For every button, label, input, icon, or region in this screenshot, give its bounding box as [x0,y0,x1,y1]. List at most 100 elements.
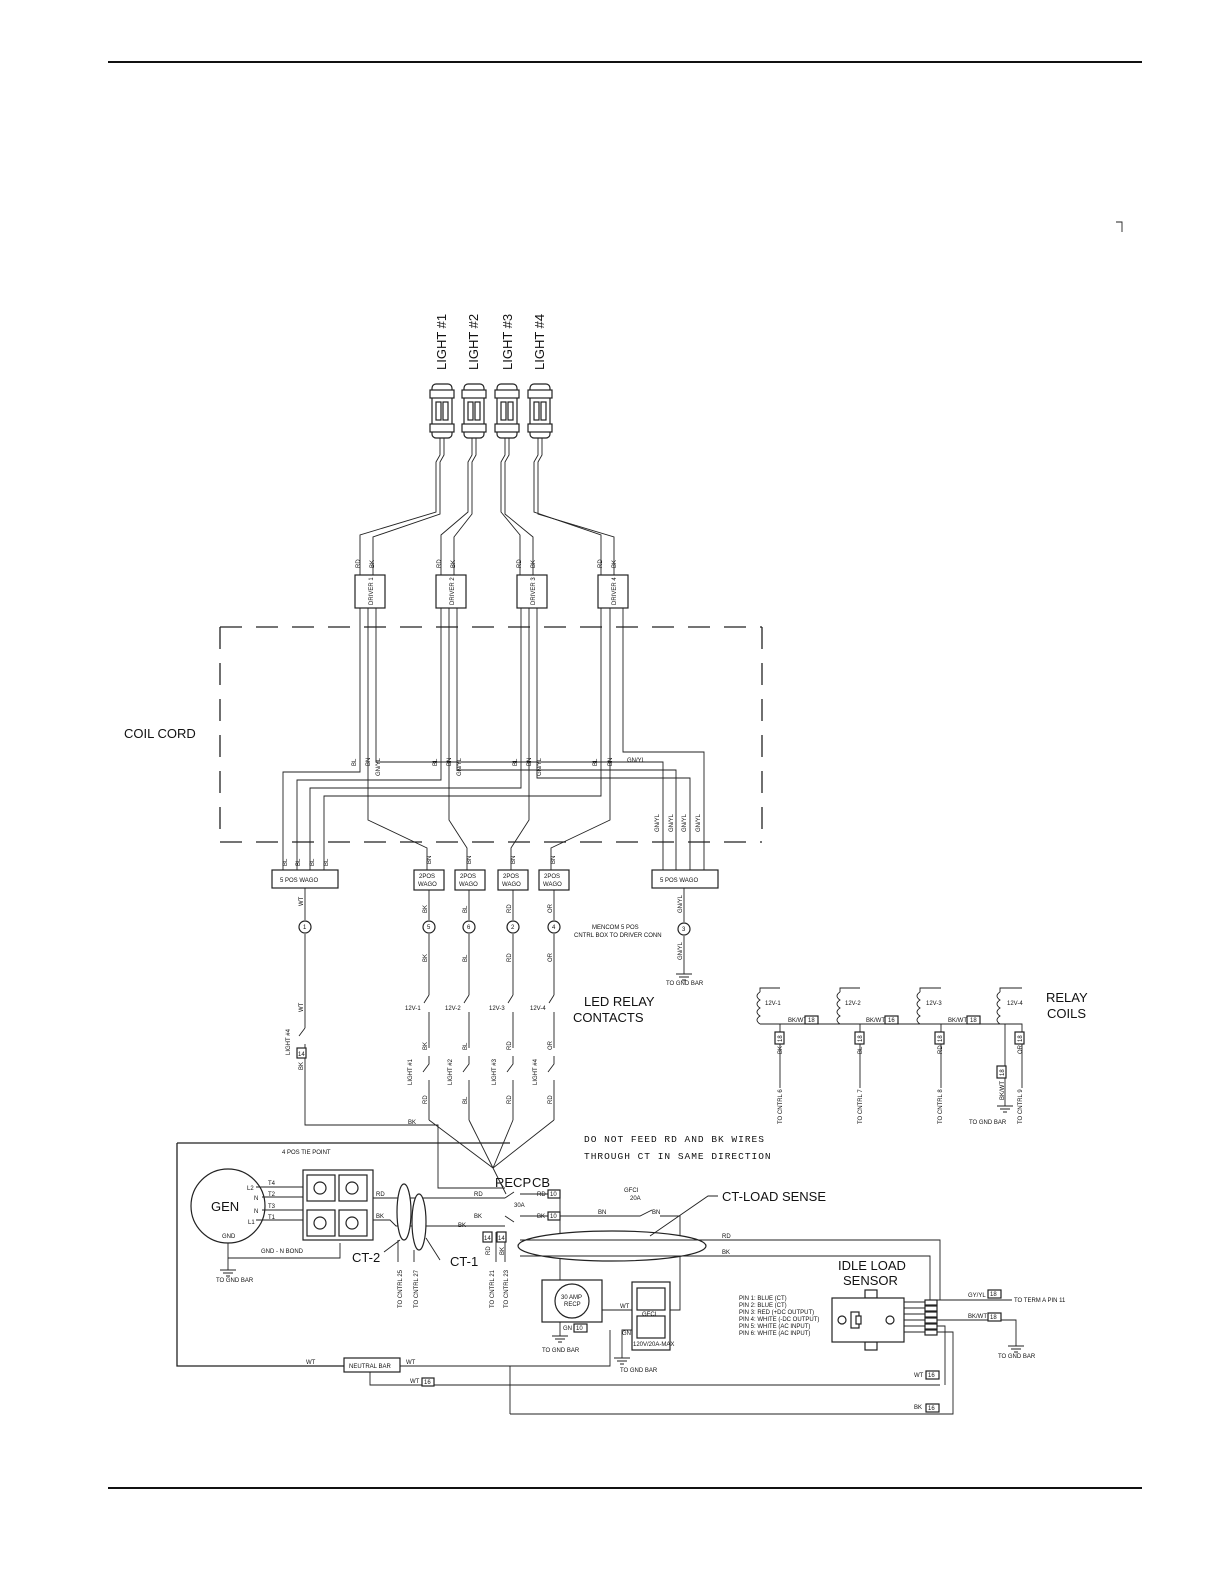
svg-text:RD: RD [507,953,513,962]
relay-coils-label: RELAY [1046,990,1088,1005]
svg-text:BL: BL [283,858,289,866]
svg-text:BL: BL [858,1046,864,1054]
svg-text:TO CNTRL 6: TO CNTRL 6 [778,1089,784,1124]
svg-text:BK/WT: BK/WT [948,1018,967,1024]
svg-text:L1: L1 [248,1220,255,1226]
svg-text:2: 2 [511,925,515,931]
svg-text:GN: GN [622,1331,631,1337]
svg-text:BK: BK [423,1042,429,1050]
svg-text:BK: BK [474,1214,482,1220]
svg-text:LIGHT #4: LIGHT #4 [286,1028,292,1055]
svg-text:BK: BK [914,1405,922,1411]
svg-text:N: N [254,1209,258,1215]
svg-text:GN/YL: GN/YL [669,813,675,832]
svg-text:BK: BK [458,1223,466,1229]
svg-text:2POS: 2POS [460,874,476,880]
svg-text:RD: RD [437,559,443,568]
light-1-label: LIGHT #1 [434,314,449,370]
light-4-label: LIGHT #4 [532,314,547,370]
svg-text:WT: WT [914,1373,924,1379]
svg-text:1: 1 [303,925,307,931]
light-2-fixture [461,383,487,439]
driver-4-label: DRIVER 4 [612,577,618,605]
svg-text:BN: BN [527,758,533,766]
light-2-label: LIGHT #2 [466,314,481,370]
svg-text:18: 18 [1018,1035,1024,1042]
svg-text:16: 16 [928,1373,935,1379]
svg-text:BK: BK [500,1247,506,1255]
svg-text:BL: BL [310,858,316,866]
svg-text:18: 18 [808,1018,815,1024]
svg-text:TO GND BAR: TO GND BAR [542,1348,580,1354]
to-term-a-label: TO TERM A PIN 11 [1014,1298,1066,1304]
svg-text:GY/YL: GY/YL [968,1293,986,1299]
svg-text:WT: WT [406,1360,416,1366]
svg-text:GN/YL: GN/YL [457,757,463,776]
svg-text:OR: OR [548,903,554,913]
svg-text:TO CNTRL 27: TO CNTRL 27 [414,1269,420,1308]
svg-text:BK: BK [370,560,376,568]
svg-text:18: 18 [990,1315,997,1321]
light-fixtures: LIGHT #1 LIGHT #2 LIGHT #3 LIGHT #4 [429,314,553,439]
svg-text:PIN 1: BLUE (CT): PIN 1: BLUE (CT) [739,1296,787,1302]
svg-text:RD: RD [507,1095,513,1104]
svg-text:18: 18 [858,1035,864,1042]
svg-text:BN: BN [511,856,517,864]
svg-text:BN: BN [551,856,557,864]
svg-text:BL: BL [513,758,519,766]
svg-text:BL: BL [296,858,302,866]
corner-mark [1116,221,1123,232]
svg-text:18: 18 [990,1292,997,1298]
svg-text:GN/YL: GN/YL [678,894,684,913]
svg-text:RD: RD [507,1041,513,1050]
svg-text:T2: T2 [268,1192,276,1198]
svg-text:BL: BL [352,758,358,766]
svg-text:TO GND BAR: TO GND BAR [216,1278,254,1284]
ct-1-ring [411,1193,427,1251]
svg-text:GFCI: GFCI [624,1188,639,1194]
svg-text:5 POS WAGO: 5 POS WAGO [660,878,698,884]
svg-text:12V-2: 12V-2 [845,1001,861,1007]
svg-text:2POS: 2POS [419,874,435,880]
svg-text:12V-2: 12V-2 [445,1006,461,1012]
light-switches: BK LIGHT #1 RD BL LIGHT #2 BL RD LIGHT #… [286,1002,555,1189]
light-driver-wires [359,438,615,575]
svg-text:PIN 2: BLUE (CT): PIN 2: BLUE (CT) [739,1303,787,1309]
driver-wire-labels: RD BK RD BK RD BK RD BK [356,559,618,568]
coil-cord-wires [282,608,705,870]
svg-text:18: 18 [1000,1069,1006,1076]
svg-text:GND: GND [222,1234,236,1240]
svg-text:WAGO: WAGO [418,882,437,888]
svg-text:3: 3 [682,927,686,933]
light-4-fixture [527,383,553,439]
svg-text:RD: RD [537,1192,546,1198]
svg-text:GN/YL: GN/YL [655,813,661,832]
svg-text:WT: WT [620,1304,630,1310]
svg-text:BK/WT: BK/WT [866,1018,885,1024]
light-1-fixture [429,383,455,439]
svg-text:10: 10 [576,1326,583,1332]
svg-text:18: 18 [938,1035,944,1042]
svg-text:RECP: RECP [564,1302,581,1308]
light-3-fixture [494,383,520,439]
svg-text:GN/YL: GN/YL [682,813,688,832]
svg-text:16: 16 [424,1380,431,1386]
driver-2-box [435,574,467,609]
svg-text:GN/YL: GN/YL [627,758,646,764]
drivers: DRIVER 1 DRIVER 2 DRIVER 3 DRIVER 4 [354,574,629,609]
wago-connectors: 5 POS WAGO 2POS WAGO 2POS WAGO 2POS WAGO… [271,869,719,891]
svg-text:12V-1: 12V-1 [405,1006,421,1012]
svg-text:GN/YL: GN/YL [696,813,702,832]
mencom-label: MENCOM 5 POS [592,925,639,931]
svg-text:BL: BL [593,758,599,766]
svg-text:GFCI: GFCI [642,1312,657,1318]
svg-text:BL: BL [433,758,439,766]
svg-text:TO GND BAR: TO GND BAR [998,1354,1036,1360]
svg-text:18: 18 [970,1018,977,1024]
svg-text:LIGHT #4: LIGHT #4 [533,1058,539,1085]
coil-cord-label: COIL CORD [124,726,196,741]
ct-warning-line-1: DO NOT FEED RD AND BK WIRES [584,1134,765,1145]
svg-text:TO CNTRL 8: TO CNTRL 8 [938,1089,944,1124]
svg-text:TO GND BAR: TO GND BAR [666,981,704,987]
driver-4-box [597,574,629,609]
